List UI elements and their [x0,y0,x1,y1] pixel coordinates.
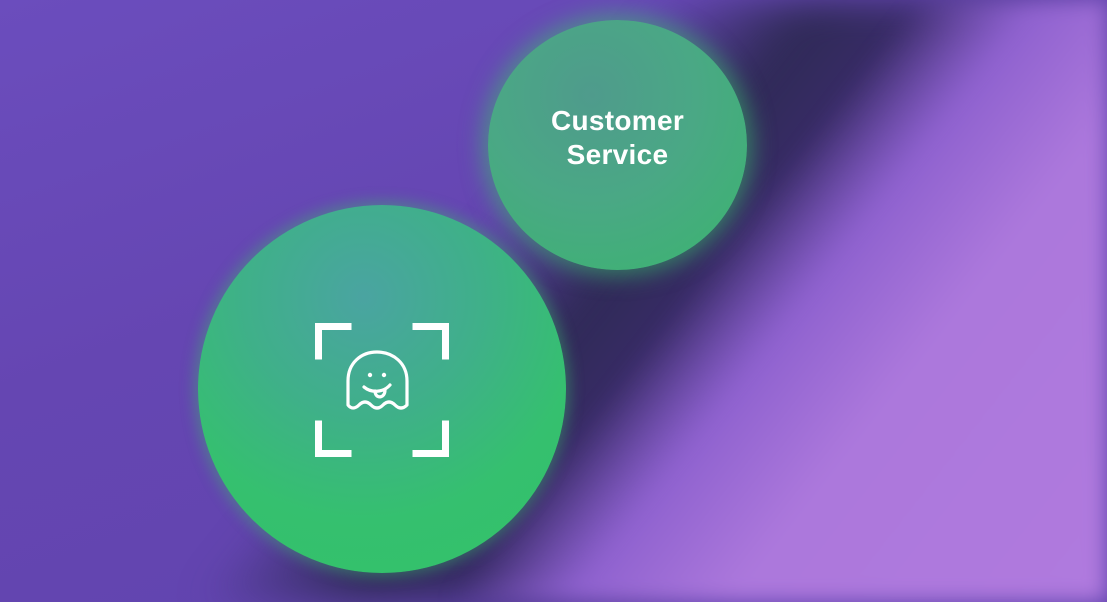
ghost-face [346,350,409,410]
ghost-eye-left [367,372,373,378]
ghost-tongue [373,388,387,399]
corner-bottom-left [315,420,352,457]
corner-top-left [315,323,352,360]
ghost-smile [362,383,392,393]
corner-top-right [412,323,449,360]
scan-frame-corners [315,323,449,457]
customer-service-bubble: Customer Service [488,20,747,270]
customer-service-label: Customer Service [551,104,684,172]
label-line-1: Customer [550,104,685,136]
label-line-2: Service [566,138,669,170]
ghost-outline [346,350,409,410]
face-scan-ghost-icon [315,323,449,457]
ghost-eye-right [381,372,387,378]
corner-bottom-right [412,420,449,457]
